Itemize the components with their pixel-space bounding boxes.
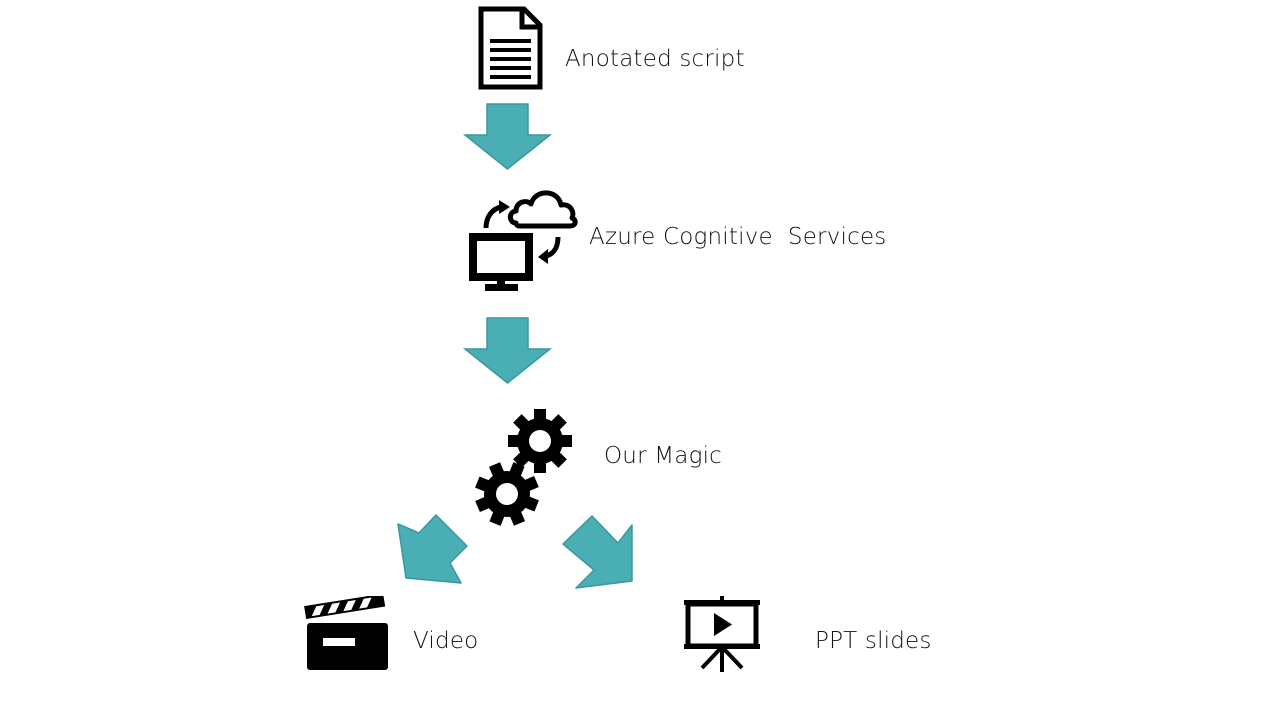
node-label-magic: Our Magic (604, 443, 723, 469)
clapperboard-icon (302, 593, 392, 678)
node-label-video: Video (413, 628, 479, 654)
document-icon (478, 6, 544, 94)
arrow-azure-to-magic (462, 317, 553, 389)
node-label-azure: Azure Cognitive Services (589, 224, 887, 250)
node-label-script: Anotated script (565, 46, 745, 72)
cloud-computer-sync-icon (466, 182, 582, 300)
arrow-magic-to-video (388, 508, 478, 592)
arrow-magic-to-ppt (556, 508, 646, 597)
presentation-screen-icon (682, 596, 762, 678)
node-label-ppt: PPT slides (815, 628, 932, 654)
gears-icon (470, 404, 580, 536)
arrow-script-to-azure (462, 103, 553, 175)
